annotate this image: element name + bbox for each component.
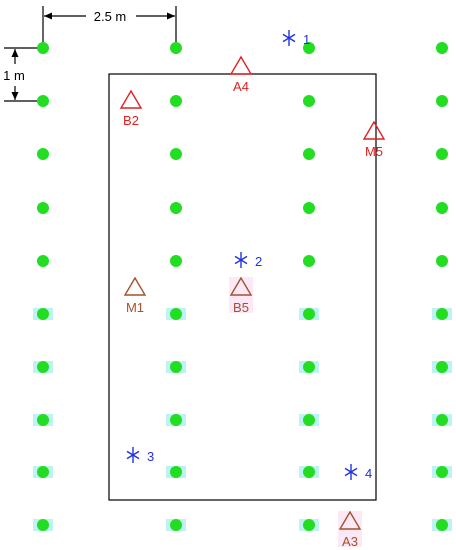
grid-dot (436, 361, 448, 373)
horizontal-dimension-label: 2.5 m (94, 9, 127, 24)
grid-dot (170, 202, 182, 214)
vertical-dimension (4, 47, 43, 102)
grid-dot (170, 414, 182, 426)
grid-dot (170, 308, 182, 320)
grid-dot (170, 361, 182, 373)
triangle-marker-a4: A4 (229, 55, 253, 94)
grid-dot (37, 361, 49, 373)
vertical-dimension-label: 1 m (3, 68, 25, 83)
triangle-icon (338, 510, 362, 530)
triangle-marker-m1: M1 (123, 276, 147, 315)
grid-dot (37, 148, 49, 160)
grid-dot (436, 148, 448, 160)
grid-dot (436, 519, 448, 531)
grid-dot (37, 414, 49, 426)
grid-dot (37, 255, 49, 267)
grid-dot (436, 42, 448, 54)
grid-dot (303, 255, 315, 267)
grid-dot (37, 308, 49, 320)
triangle-icon (229, 55, 253, 75)
grid-dot (37, 95, 49, 107)
triangle-icon (362, 120, 386, 140)
grid-dot (436, 255, 448, 267)
grid-dot (37, 42, 49, 54)
grid-dot (436, 466, 448, 478)
grid-dot (170, 519, 182, 531)
grid-dot (303, 202, 315, 214)
grid-dot (303, 308, 315, 320)
triangle-icon (119, 89, 143, 109)
star-markers: 1 2 3 4 (126, 30, 372, 481)
triangle-label: B5 (233, 300, 249, 315)
star-label: 2 (255, 254, 262, 269)
triangle-icon (123, 276, 147, 296)
star-marker-3: 3 (126, 447, 154, 464)
grid-dot (436, 202, 448, 214)
grid-dot (170, 148, 182, 160)
planting-grid (37, 42, 448, 531)
grid-dot (303, 361, 315, 373)
grid-dot (303, 42, 315, 54)
grid-dot (303, 148, 315, 160)
triangle-label: A3 (342, 534, 358, 549)
grid-dot (303, 414, 315, 426)
star-label: 1 (303, 32, 310, 47)
grid-dot (436, 95, 448, 107)
triangle-label: B2 (123, 113, 139, 128)
triangle-icon (229, 276, 253, 296)
row-highlights (33, 308, 452, 531)
triangle-label: A4 (233, 79, 249, 94)
star-marker-2: 2 (234, 252, 262, 269)
grid-dot (37, 202, 49, 214)
grid-dot (170, 95, 182, 107)
horizontal-dimension (42, 6, 177, 46)
grid-dot (303, 95, 315, 107)
grid-dot (436, 308, 448, 320)
triangle-label: M1 (126, 300, 144, 315)
grid-dot (37, 466, 49, 478)
grid-dot (303, 466, 315, 478)
triangle-label: M5 (365, 144, 383, 159)
triangle-marker-b2: B2 (119, 89, 143, 128)
star-label: 4 (365, 466, 372, 481)
grid-dot (303, 519, 315, 531)
grid-dot (436, 414, 448, 426)
star-label: 3 (147, 449, 154, 464)
grid-dot (170, 42, 182, 54)
grid-dot (170, 255, 182, 267)
grid-dot (37, 519, 49, 531)
grid-dot (170, 466, 182, 478)
star-marker-1: 1 (282, 30, 310, 47)
triangle-marker-m5: M5 (362, 120, 386, 159)
triangle-marker-b5: B5 (229, 276, 253, 315)
triangle-marker-a3: A3 (338, 510, 362, 549)
star-marker-4: 4 (344, 464, 372, 481)
